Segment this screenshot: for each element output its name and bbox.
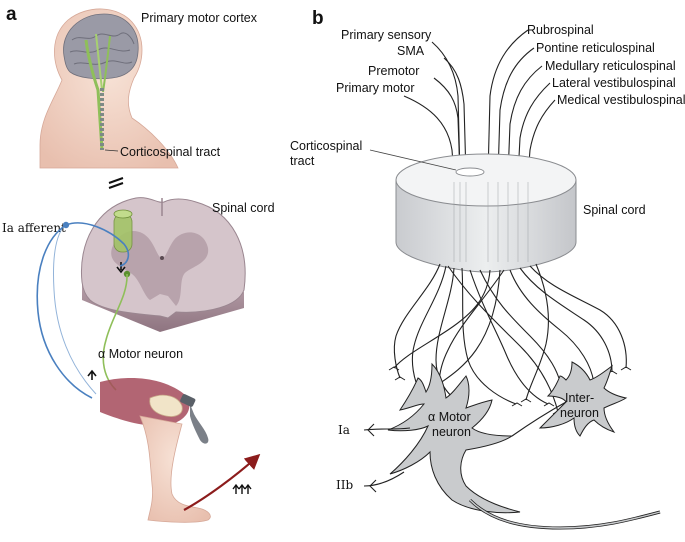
iib-label: IIb [336,478,353,492]
ia-afferent-label: Ia afferent [2,221,66,235]
ia-afferent-central-branch [65,222,130,267]
leg-illustration [100,378,211,523]
tract-label-premotor: Premotor [368,64,419,78]
interneuron-axon [511,401,567,437]
alpha-motor-neuron-label: α Motor neuron [98,347,183,361]
interneuron-label-line1: Inter- [565,391,594,405]
ia-terminal-icon [367,423,375,437]
tract-label-primary-sensory: Primary sensory [341,28,432,42]
primary-motor-cortex-label: Primary motor cortex [141,11,258,25]
kick-arc-arrow [183,453,261,511]
motor-neuron-label-line1: α Motor [428,410,471,424]
spinal-cord-label-a: Spinal cord [212,201,275,215]
spinal-cord-cross-section [80,197,246,332]
ia-label: Ia [338,423,350,437]
human-head-illustration [39,8,179,169]
iib-input-fiber [363,471,405,487]
triple-up-arrows-icon [232,483,252,494]
interneuron-label-line2: neuron [560,406,599,420]
alpha-motor-neuron-cell [387,362,521,514]
right-tract-fibers [487,29,556,177]
tract-label-primary-motor: Primary motor [336,81,414,95]
spinal-cord-cylinder [395,153,577,273]
descending-fibers [393,263,627,413]
alpha-motor-axon [102,273,128,391]
tract-label-medullary-reticulospinal: Medullary reticulospinal [545,59,676,73]
motor-neuron-label-line2: neuron [432,425,471,439]
ia-afferent-peripheral-fiber [36,224,93,399]
iib-terminal-icon [369,479,377,493]
tract-label-medical-vestibulospinal: Medical vestibulospinal [557,93,685,107]
corticospinal-tract-label: Corticospinal tract [120,145,221,159]
motor-axon-output [468,498,661,530]
panel-a-letter: a [6,4,17,25]
spinal-cord-label-b: Spinal cord [583,203,646,217]
corticospinal-leader-line [369,149,457,171]
left-tract-fibers [403,41,467,177]
interneuron-cell [538,361,628,437]
corticospinal-label-b-line2: tract [290,154,315,168]
tract-label-lateral-vestibulospinal: Lateral vestibulospinal [552,76,676,90]
tract-label-pontine-reticulospinal: Pontine reticulospinal [536,41,655,55]
corticospinal-label-b-line1: Corticospinal [290,139,362,153]
tract-label-sma: SMA [397,44,425,58]
tract-leader-line [104,149,119,152]
panel-b-letter: b [312,8,324,29]
fibers-through-cord [453,182,529,262]
tract-label-rubrospinal: Rubrospinal [527,23,594,37]
break-mark-icon [108,177,124,189]
up-arrow-icon [87,369,97,380]
